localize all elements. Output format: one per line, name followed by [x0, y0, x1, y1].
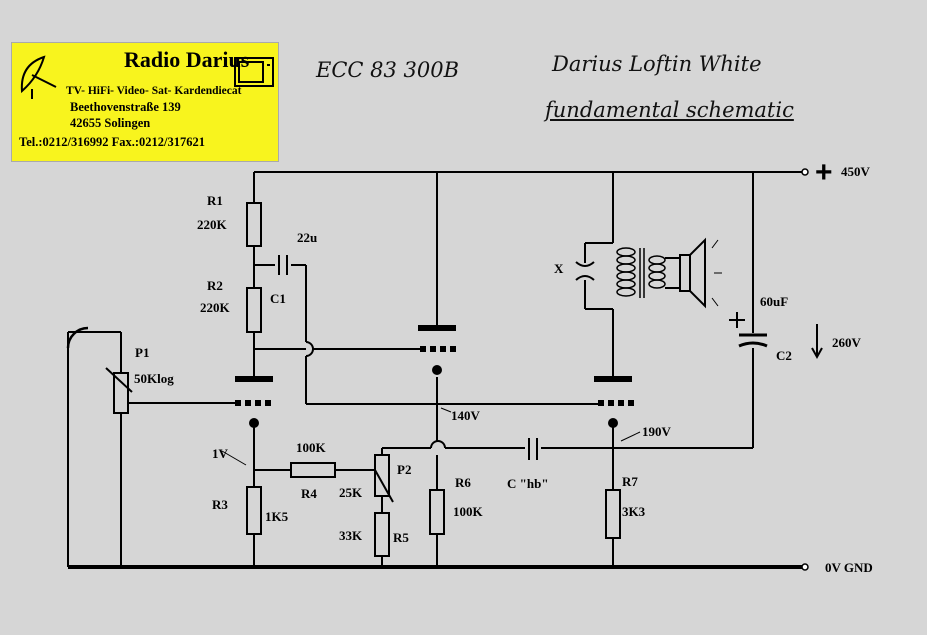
logo-city: 42655 Solingen: [70, 116, 151, 130]
r4-resistor: [290, 462, 336, 478]
p1-potentiometer: [113, 372, 129, 414]
r7-resistor: [605, 489, 621, 539]
r3-resistor: [246, 486, 262, 535]
gnd-label: 0V GND: [825, 560, 873, 575]
r7-name: R7: [622, 474, 638, 489]
p2-value: 25K: [339, 485, 363, 500]
r3-name: R3: [212, 497, 228, 512]
r2-name: R2: [207, 278, 223, 293]
r7-value: 3K3: [622, 504, 646, 519]
p1-name: P1: [135, 345, 149, 360]
r6-value: 100K: [453, 504, 484, 519]
r1-resistor: [246, 202, 262, 247]
tube-300b: [594, 376, 634, 428]
r4-name: R4: [301, 486, 317, 501]
logo-street: Beethovenstraße 139: [70, 100, 181, 114]
r4-value: 100K: [296, 440, 327, 455]
title-line-1: Darius Loftin White: [552, 52, 762, 76]
output-transformer: [616, 247, 666, 298]
cathode1-voltage: 1V: [212, 446, 229, 461]
c1-name: C1: [270, 291, 286, 306]
r2-value: 220K: [200, 300, 231, 315]
r5-name: R5: [393, 530, 409, 545]
c2-voltage-label: 260V: [832, 335, 862, 350]
c1-value: 22u: [297, 230, 317, 245]
satellite-dish-icon: [20, 55, 57, 99]
r5-resistor: [374, 512, 390, 557]
chb-name: C "hb": [507, 476, 549, 491]
tv-icon: [234, 57, 274, 87]
logo-name: Radio Darius: [124, 47, 250, 72]
r1-name: R1: [207, 193, 223, 208]
c2-name: C2: [776, 348, 792, 363]
b-plus-terminal: [801, 168, 809, 176]
p2-name: P2: [397, 462, 411, 477]
p1-value: 50Klog: [134, 371, 174, 386]
r3-value: 1K5: [265, 509, 289, 524]
logo-services: TV- HiFi- Video- Sat- Kardendiecat: [66, 85, 242, 97]
ground-terminal: [801, 563, 809, 571]
r1-value: 220K: [197, 217, 228, 232]
x-capacitor: [575, 261, 595, 281]
cathode2-voltage: 190V: [642, 424, 672, 439]
logo-contact: Tel.:0212/316992 Fax.:0212/317621: [19, 135, 205, 149]
tube-ecc83: [235, 376, 273, 428]
r6-name: R6: [455, 475, 471, 490]
r5-value: 33K: [339, 528, 363, 543]
hv-label: 450V: [841, 164, 871, 179]
c2-value: 60uF: [760, 294, 788, 309]
r2-resistor: [246, 287, 262, 333]
b-plus-sign: +: [815, 156, 833, 189]
tubes-heading: ECC 83 300B: [316, 58, 460, 82]
radio-darius-logo: Radio Darius TV- HiFi- Video- Sat- Karde…: [11, 42, 279, 162]
r6-resistor: [429, 489, 445, 535]
tube-300b-driver: [418, 325, 456, 375]
speaker-icon: [679, 237, 722, 309]
title-line-2: fundamental schematic: [545, 98, 794, 122]
grid2-voltage: 140V: [451, 408, 481, 423]
x-label: X: [554, 261, 564, 276]
